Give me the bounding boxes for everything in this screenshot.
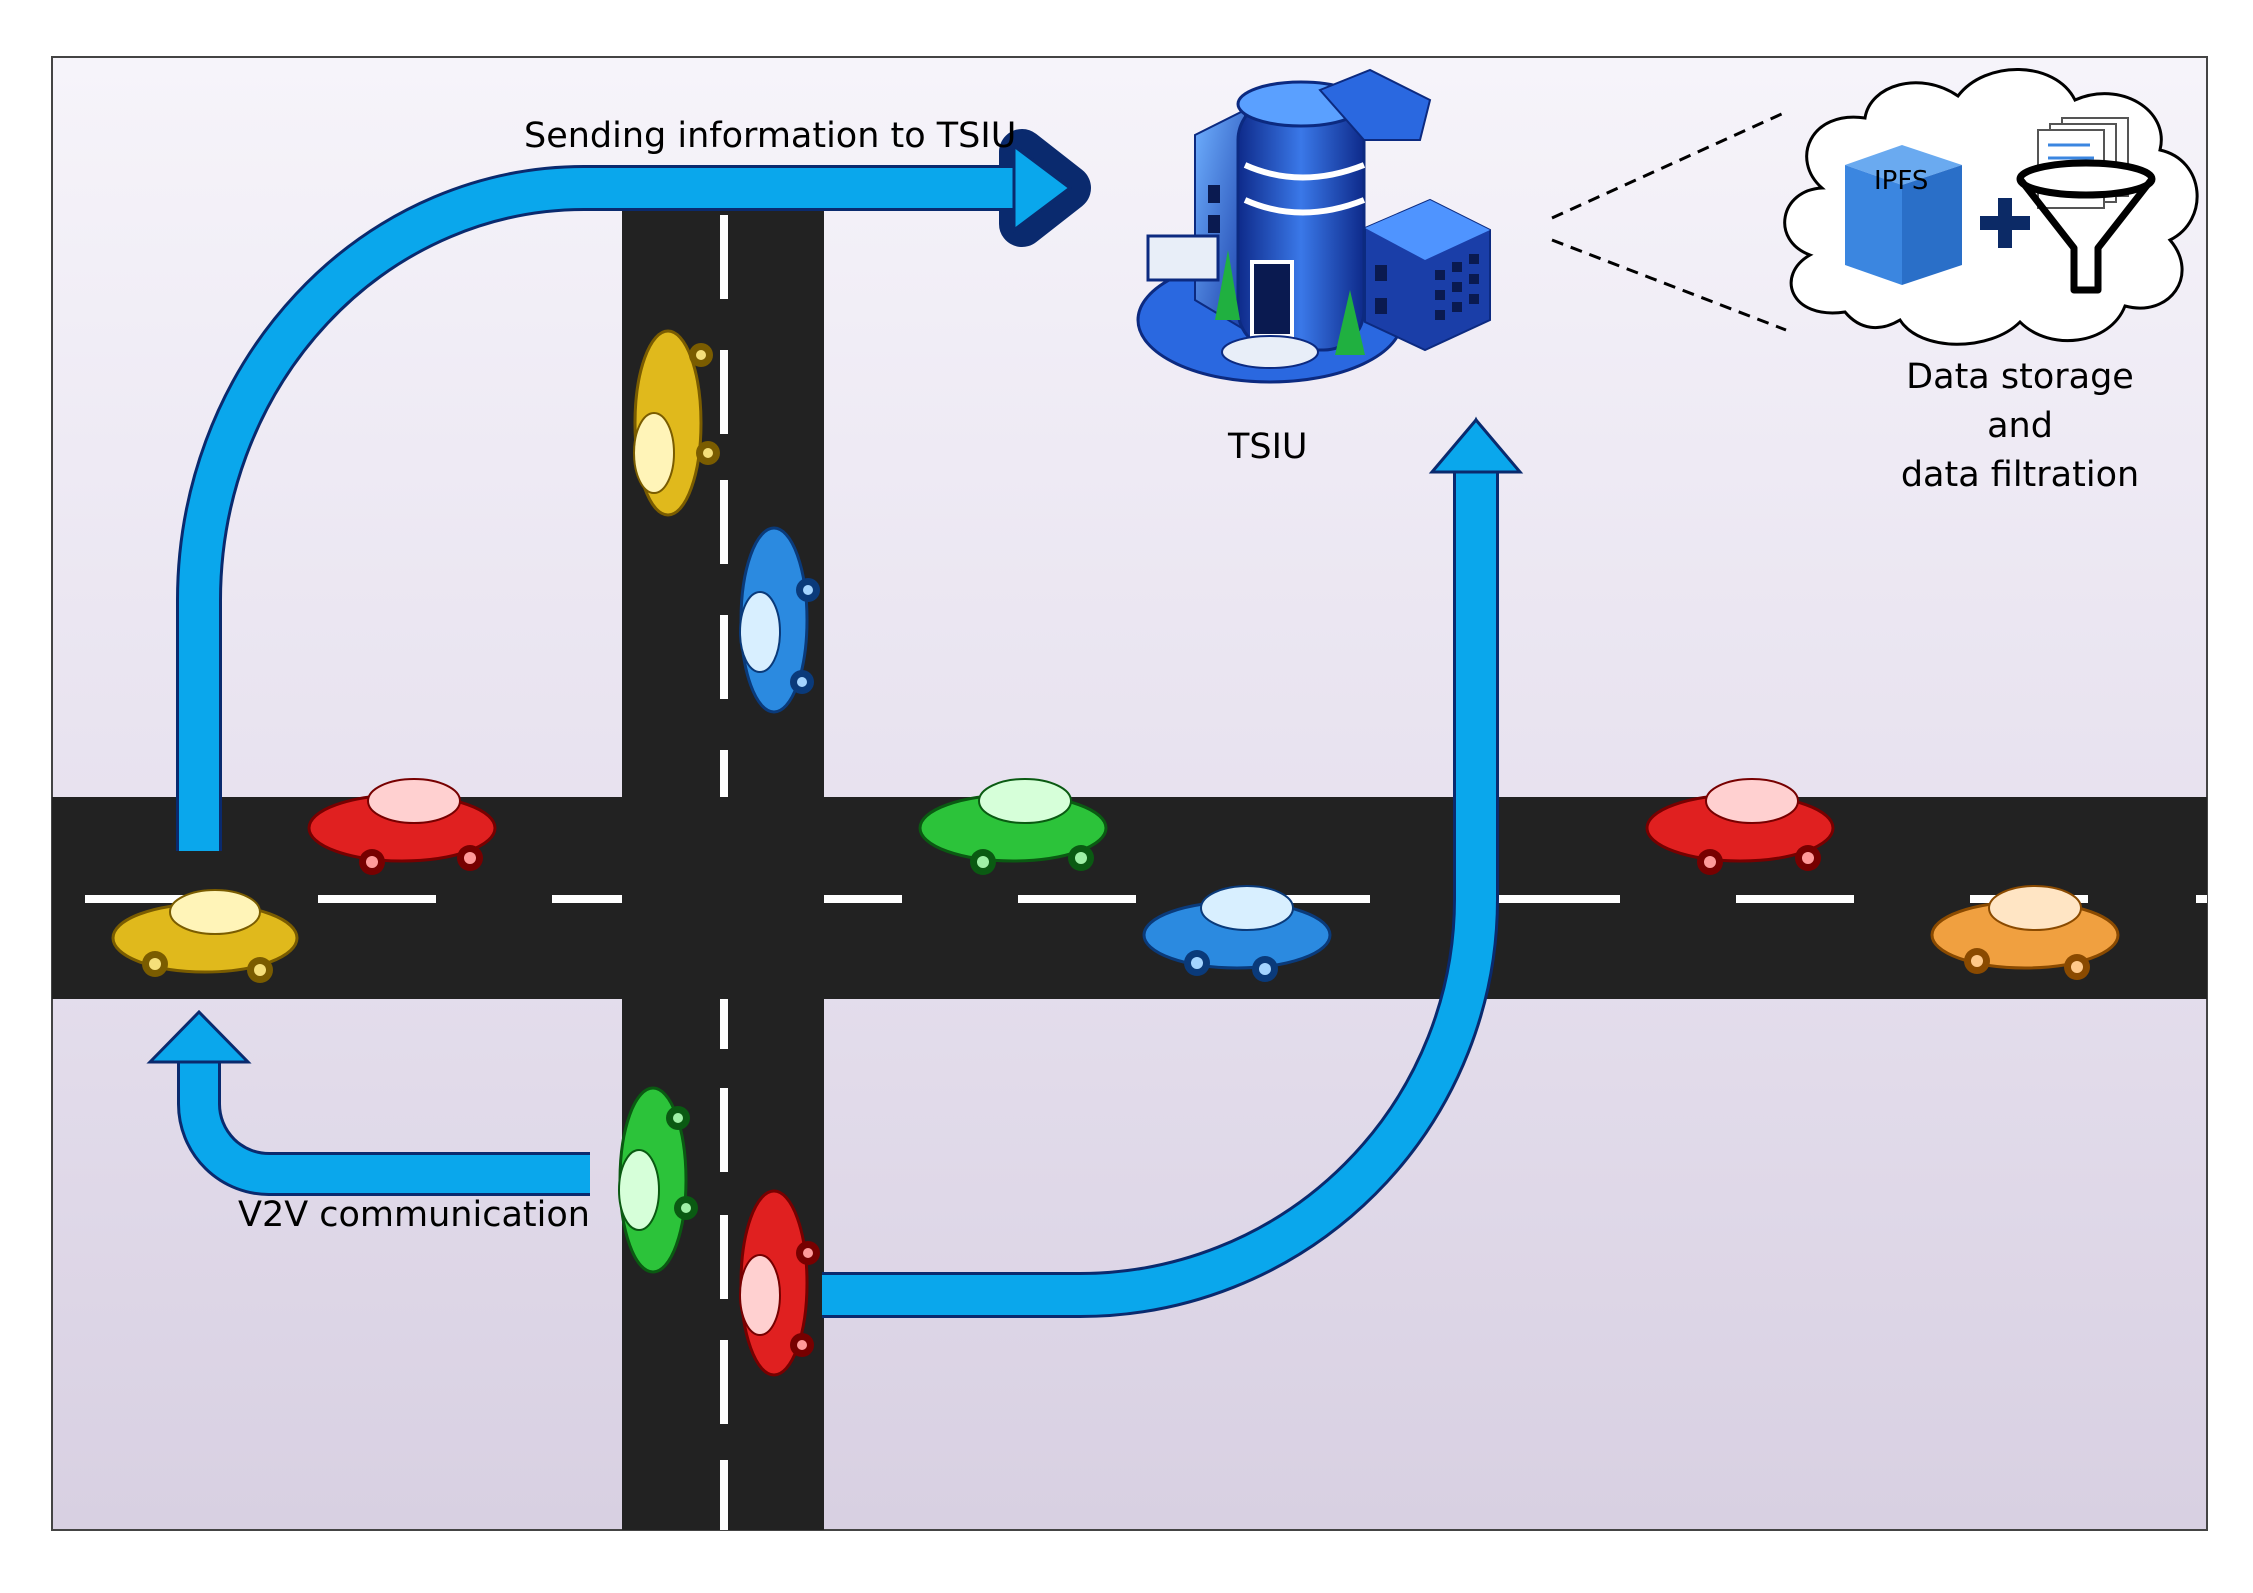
ipfs-label: IPFS <box>1874 166 1929 196</box>
plus-icon <box>1980 198 2030 248</box>
storage-label-line3: data filtration <box>1900 455 2140 495</box>
arrow-v2v <box>146 1009 590 1196</box>
v2v-label: V2V communication <box>238 1195 590 1235</box>
arrow-sending-to-tsiu <box>176 129 1091 851</box>
car-yellow-left <box>111 889 299 983</box>
car-blue-middle <box>1142 885 1332 982</box>
car-red-top-left <box>307 778 497 875</box>
vertical-lane-marks <box>720 215 728 1530</box>
filter-funnel-icon <box>2016 159 2156 294</box>
car-red-vertical <box>739 1189 820 1377</box>
car-yellow-vertical <box>633 329 720 517</box>
tsiu-label: TSIU <box>1228 427 1308 467</box>
storage-label-line2: and <box>1987 406 2053 446</box>
car-green-vertical <box>618 1086 698 1274</box>
callout-lines <box>1551 110 1787 332</box>
car-green-middle <box>918 778 1108 875</box>
ipfs-cube-icon <box>1845 145 1962 285</box>
tsiu-building-icon <box>1136 68 1491 384</box>
sending-label: Sending information to TSIU <box>524 116 1017 156</box>
car-red-right <box>1645 778 1835 875</box>
car-orange-right <box>1930 885 2120 980</box>
storage-label-line1: Data storage <box>1906 357 2134 397</box>
car-blue-vertical <box>739 526 820 714</box>
arrow-car-to-tsiu <box>822 416 1524 1318</box>
